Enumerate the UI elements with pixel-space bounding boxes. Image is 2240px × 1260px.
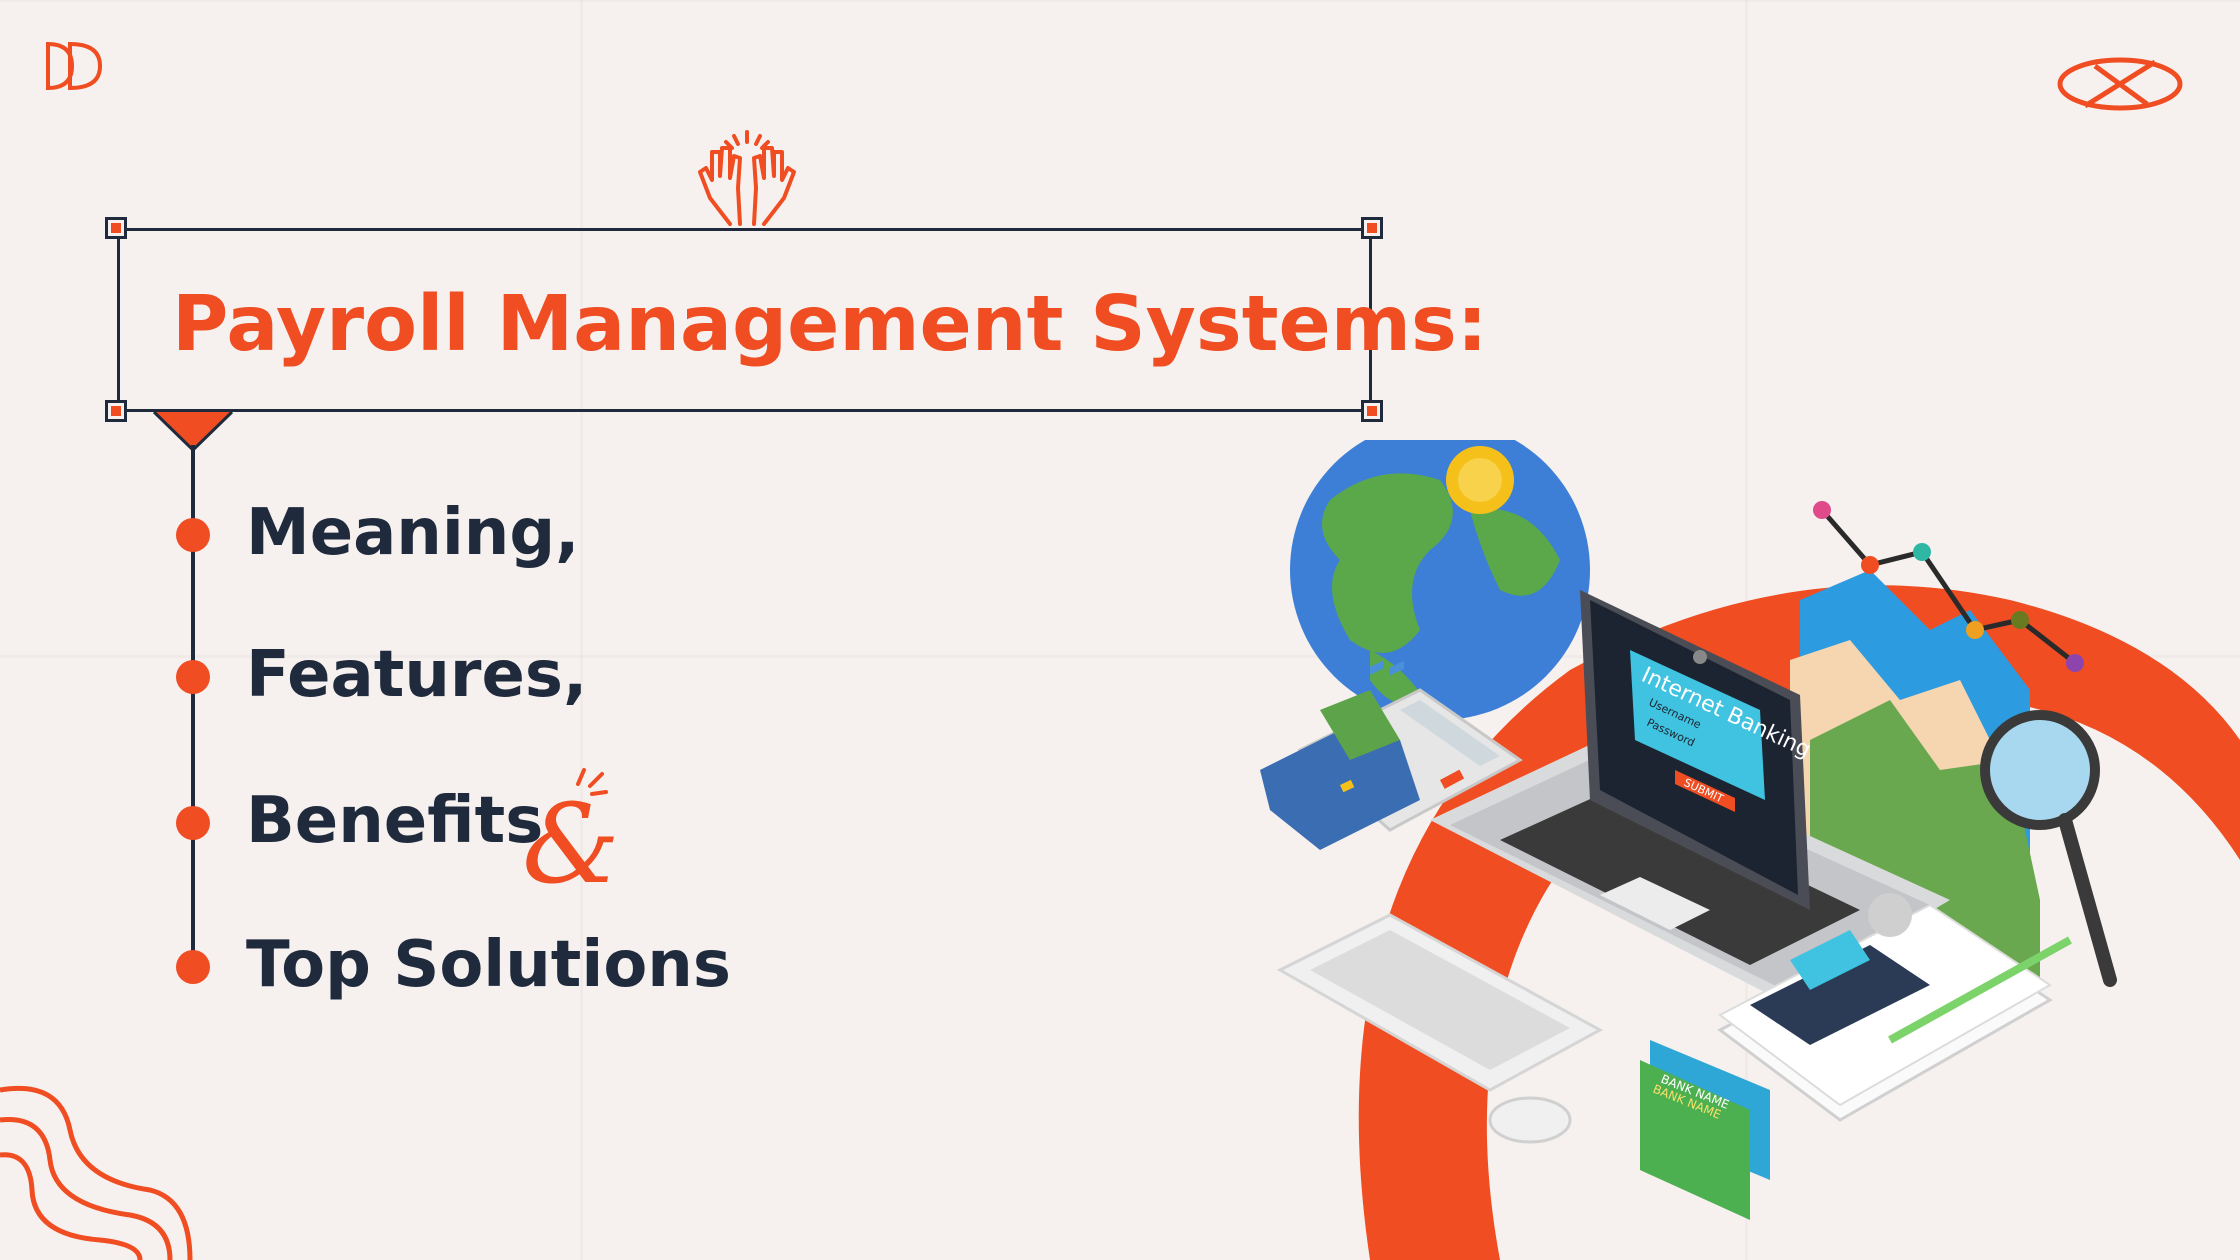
- globe-icon: [1290, 440, 1590, 720]
- brand-logo-icon: [46, 41, 103, 91]
- frame-corner-handle: [1361, 217, 1383, 239]
- bullet-dot: [176, 950, 210, 984]
- list-item-features: Features,: [246, 638, 588, 712]
- frame-corner-handle: [105, 400, 127, 422]
- list-item-top-solutions: Top Solutions: [246, 928, 731, 1002]
- frame-corner-handle: [1361, 400, 1383, 422]
- wallet-icon: [1260, 690, 1420, 850]
- frame-corner-handle: [105, 217, 127, 239]
- sparkle-icon: [576, 768, 608, 796]
- list-item-benefits: Benefits: [246, 784, 544, 858]
- mouse-icon: [1488, 1096, 1572, 1144]
- bullet-dot: [176, 806, 210, 840]
- bullet-dot: [176, 660, 210, 694]
- paper-texture: [0, 0, 2240, 2]
- documents-icon: [1717, 893, 2072, 1122]
- wave-lines-decoration: [0, 1085, 193, 1260]
- page-title: Payroll Management Systems:: [172, 280, 1488, 369]
- crossed-circle-icon: [2057, 57, 2183, 111]
- title-frame: [117, 228, 1372, 412]
- high-five-icon: [698, 130, 796, 226]
- finance-illustration: Internet Banking Username Password SUBMI…: [1260, 440, 2240, 1260]
- magnifier-icon: [1980, 710, 2117, 987]
- keyboard-icon: [1276, 913, 1604, 1092]
- ampersand-connector: &: [522, 780, 620, 908]
- paper-fold-line: [580, 0, 583, 1260]
- bank-cards-icon: BANK NAME BANK NAME: [1640, 1040, 1770, 1220]
- timeline-line: [191, 445, 195, 975]
- list-item-meaning: Meaning,: [246, 496, 580, 570]
- laptop-icon: Internet Banking Username Password SUBMI…: [1430, 590, 1950, 1000]
- bullet-dot: [176, 518, 210, 552]
